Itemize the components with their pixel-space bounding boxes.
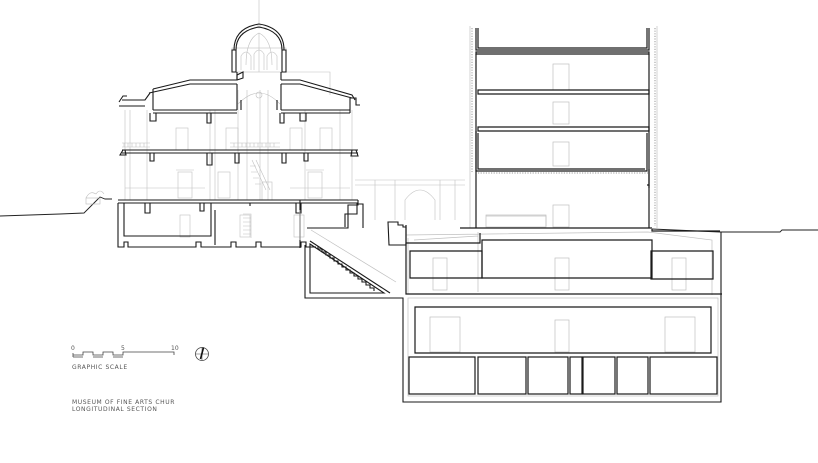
graphic-scale — [72, 351, 175, 358]
museum-extension — [405, 26, 722, 397]
scale-tick-10: 10 — [171, 345, 179, 352]
landscape-detail — [85, 190, 105, 205]
drawing-title: MUSEUM OF FINE ARTS CHUR — [72, 399, 176, 406]
north-arrow-icon — [195, 347, 209, 361]
graphic-scale-label: GRAPHIC SCALE — [72, 364, 128, 371]
ground-line — [0, 196, 818, 233]
scale-tick-5: 5 — [121, 345, 125, 352]
historic-villa — [117, 0, 465, 248]
scale-tick-0: 0 — [71, 345, 75, 352]
drawing-subtitle: LONGITUDINAL SECTION — [72, 406, 158, 413]
connecting-stair — [299, 203, 722, 403]
